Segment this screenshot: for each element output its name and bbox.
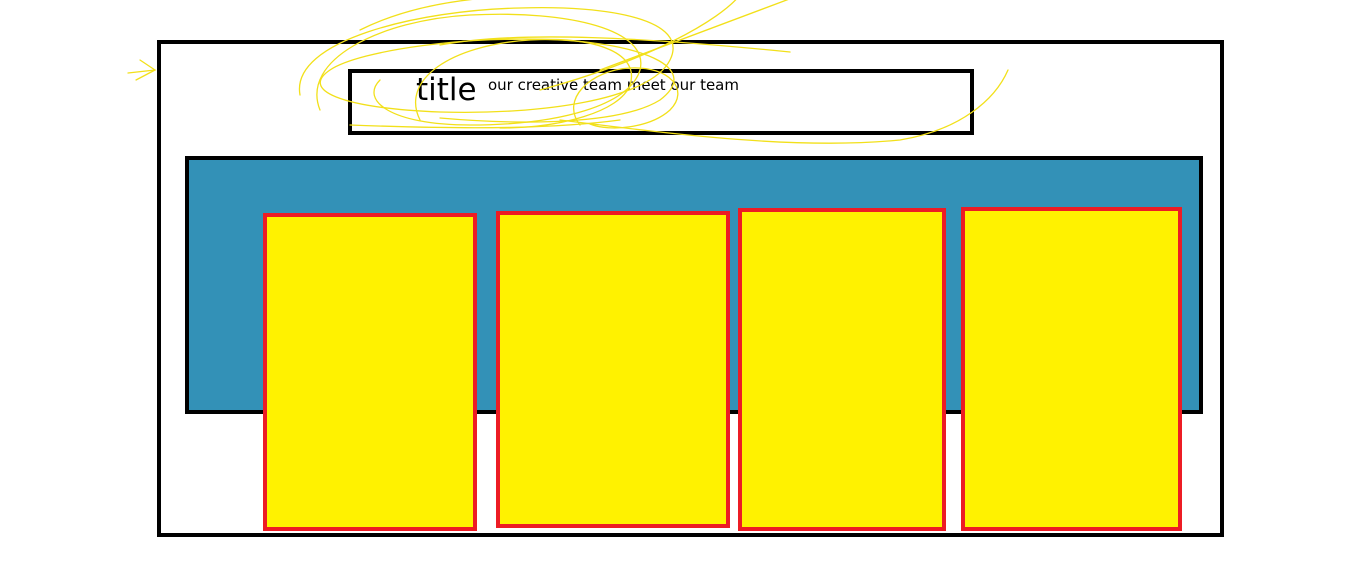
page-subtitle: our creative team meet our team <box>488 76 739 94</box>
page-title: title <box>416 72 477 108</box>
team-card-1[interactable] <box>263 213 477 531</box>
team-card-3[interactable] <box>738 208 946 531</box>
team-card-4[interactable] <box>961 207 1182 531</box>
team-card-2[interactable] <box>496 211 730 528</box>
